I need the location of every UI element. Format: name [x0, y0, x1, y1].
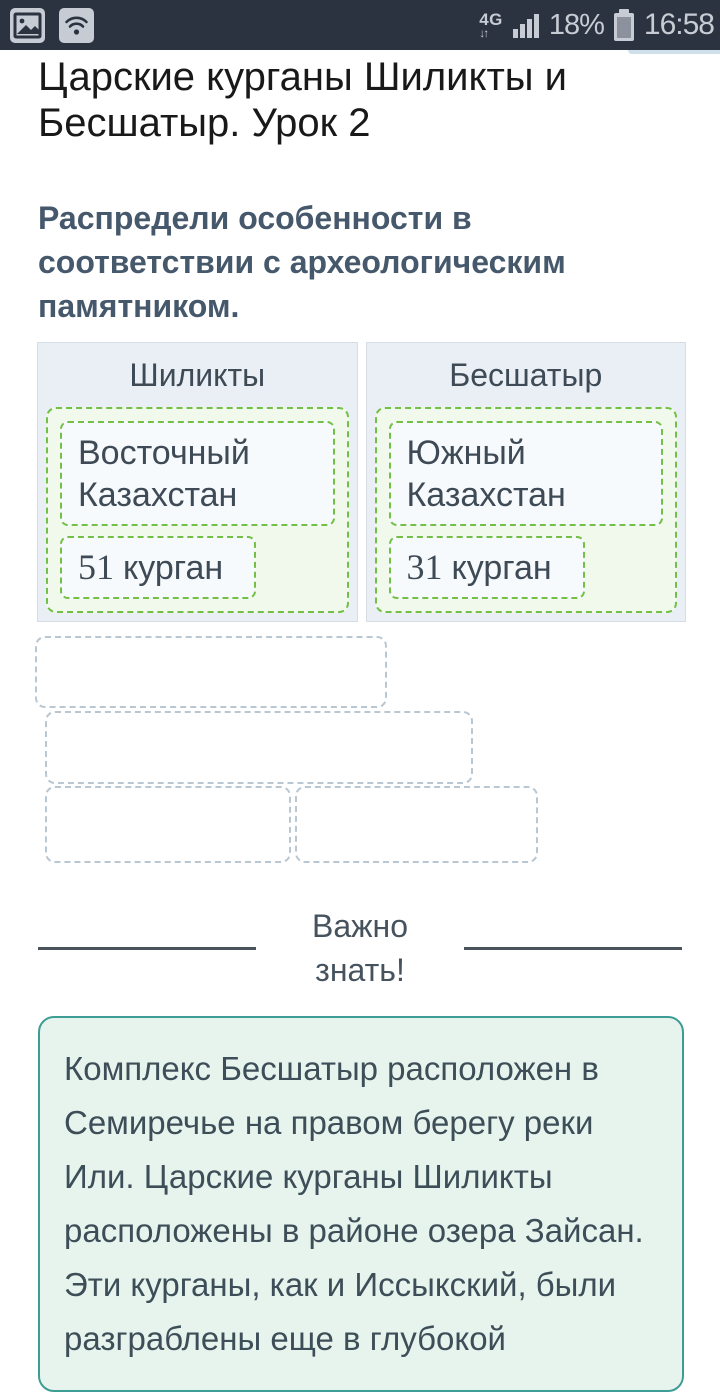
- task-instruction: Распредели особенности в соответствии с …: [38, 196, 684, 328]
- info-text-line: разграблены еще в глубокой: [64, 1320, 506, 1357]
- divider-label-line: знать!: [315, 952, 405, 988]
- info-text-line: Или. Царские курганы Шиликты: [64, 1158, 553, 1195]
- empty-slot-area: [0, 636, 720, 866]
- battery-icon: [613, 8, 634, 41]
- empty-slot[interactable]: [45, 786, 291, 863]
- info-text-line: Семиречье на правом берегу реки: [64, 1104, 594, 1141]
- battery-percent-label: 18%: [548, 8, 605, 41]
- task-instruction-line: памятником.: [38, 288, 240, 324]
- screenshot-image-icon: [10, 7, 45, 43]
- chip-number: 31: [406, 547, 443, 587]
- lesson-title: Царские курганы Шиликты и Бесшатыр. Урок…: [38, 54, 684, 146]
- header-remnant: [628, 50, 720, 54]
- info-box: Комплекс Бесшатыр расположен в Семиречье…: [38, 1016, 684, 1392]
- chip-text: Восточный Казахстан: [78, 434, 250, 514]
- divider-label: Важно знать!: [312, 904, 408, 992]
- network-4g-label: 4G: [479, 10, 503, 29]
- task-instruction-line: соответствии с археологическим: [38, 244, 566, 280]
- chip-text: Южный Казахстан: [406, 434, 566, 514]
- empty-slot[interactable]: [45, 711, 473, 784]
- lesson-title-line: Бесшатыр. Урок 2: [38, 101, 371, 145]
- important-divider: Важно знать!: [38, 904, 683, 992]
- column-header-shilikty: Шиликты: [129, 357, 266, 393]
- info-text-line: Эти курганы, как и Иссыкский, были: [64, 1266, 617, 1303]
- wifi-hotspot-icon: [59, 7, 94, 43]
- divider-label-line: Важно: [312, 908, 409, 944]
- chip-text: курган: [451, 549, 552, 587]
- task-instruction-line: Распредели особенности в: [38, 200, 472, 236]
- empty-slot[interactable]: [295, 786, 538, 863]
- clock-label: 16:58: [643, 8, 715, 41]
- network-type-indicator: 4G ↓↑: [479, 11, 503, 39]
- chip-text: курган: [123, 549, 224, 587]
- empty-slot[interactable]: [35, 636, 387, 708]
- info-text-line: Комплекс Бесшатыр расположен в: [64, 1050, 599, 1087]
- signal-strength-icon: [512, 12, 539, 38]
- column-header-besshatyr: Бесшатыр: [449, 357, 603, 393]
- status-bar-left: [10, 7, 94, 43]
- data-transfer-arrows-icon: ↓↑: [479, 26, 489, 40]
- answer-chip-east-kazakhstan[interactable]: Восточный Казахстан: [60, 421, 335, 526]
- status-bar-right: 4G ↓↑ 18% 16:58: [479, 8, 715, 42]
- info-text-line: расположены в районе озера Зайсан.: [64, 1212, 644, 1249]
- status-bar: 4G ↓↑ 18% 16:58: [0, 0, 720, 50]
- divider-line-left: [38, 946, 256, 950]
- chip-number: 51: [78, 547, 114, 587]
- answer-chip-south-kazakhstan[interactable]: Южный Казахстан: [388, 421, 663, 526]
- lesson-title-line: Царские курганы Шиликты и: [38, 55, 567, 99]
- divider-line-right: [464, 946, 683, 950]
